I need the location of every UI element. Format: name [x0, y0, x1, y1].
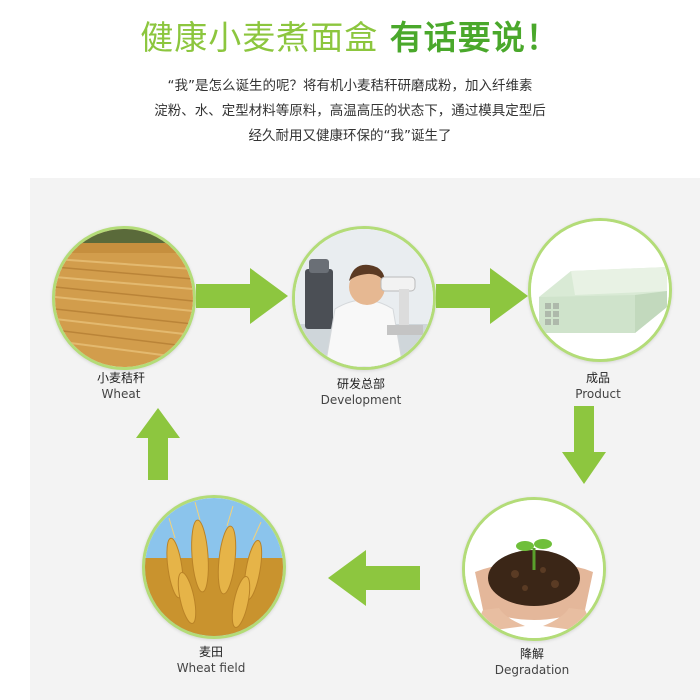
title-main: 健康小麦煮面盒 [140, 18, 379, 57]
step-label-wheat: 小麦秸秆 Wheat [46, 370, 196, 402]
step-label-en: Wheat [101, 387, 141, 401]
step-label-en: Degradation [494, 663, 570, 677]
arrow-up-icon [136, 408, 180, 480]
degradation-soil-image [462, 497, 606, 641]
arrow-left-icon [326, 548, 420, 608]
intro-line: 淀粉、水、定型材料等原料，高温高压的状态下，通过模具定型后 [154, 103, 546, 119]
step-label-en: Product [575, 387, 621, 401]
arrow-right-icon [436, 266, 530, 326]
wheat-straw-image [52, 226, 196, 370]
title-emphasis: 有话要说！ [389, 18, 560, 57]
arrow-right-icon [196, 266, 290, 326]
arrow-down-icon [562, 406, 606, 484]
step-label-zh: 降解 [519, 647, 544, 661]
wheat-field-image [142, 495, 286, 639]
page-title: 健康小麦煮面盒 有话要说！ [0, 14, 700, 62]
step-label-development: 研发总部 Development [286, 376, 436, 408]
step-label-zh: 研发总部 [336, 377, 385, 391]
development-lab-image [292, 226, 436, 370]
step-label-en: Wheat field [176, 661, 246, 675]
step-label-zh: 小麦秸秆 [96, 371, 145, 385]
step-label-product: 成品 Product [523, 370, 673, 402]
step-label-wheat-field: 麦田 Wheat field [136, 644, 286, 676]
intro-line: 经久耐用又健康环保的“我”诞生了 [248, 128, 452, 144]
intro-text: “我”是怎么诞生的呢？将有机小麦秸秆研磨成粉，加入纤维素 淀粉、水、定型材料等原… [60, 74, 640, 149]
step-label-zh: 成品 [585, 371, 610, 385]
step-label-zh: 麦田 [198, 645, 223, 659]
step-label-degradation: 降解 Degradation [457, 646, 607, 678]
product-box-image [528, 218, 672, 362]
step-label-en: Development [320, 393, 402, 407]
intro-line: “我”是怎么诞生的呢？将有机小麦秸秆研磨成粉，加入纤维素 [167, 78, 533, 94]
